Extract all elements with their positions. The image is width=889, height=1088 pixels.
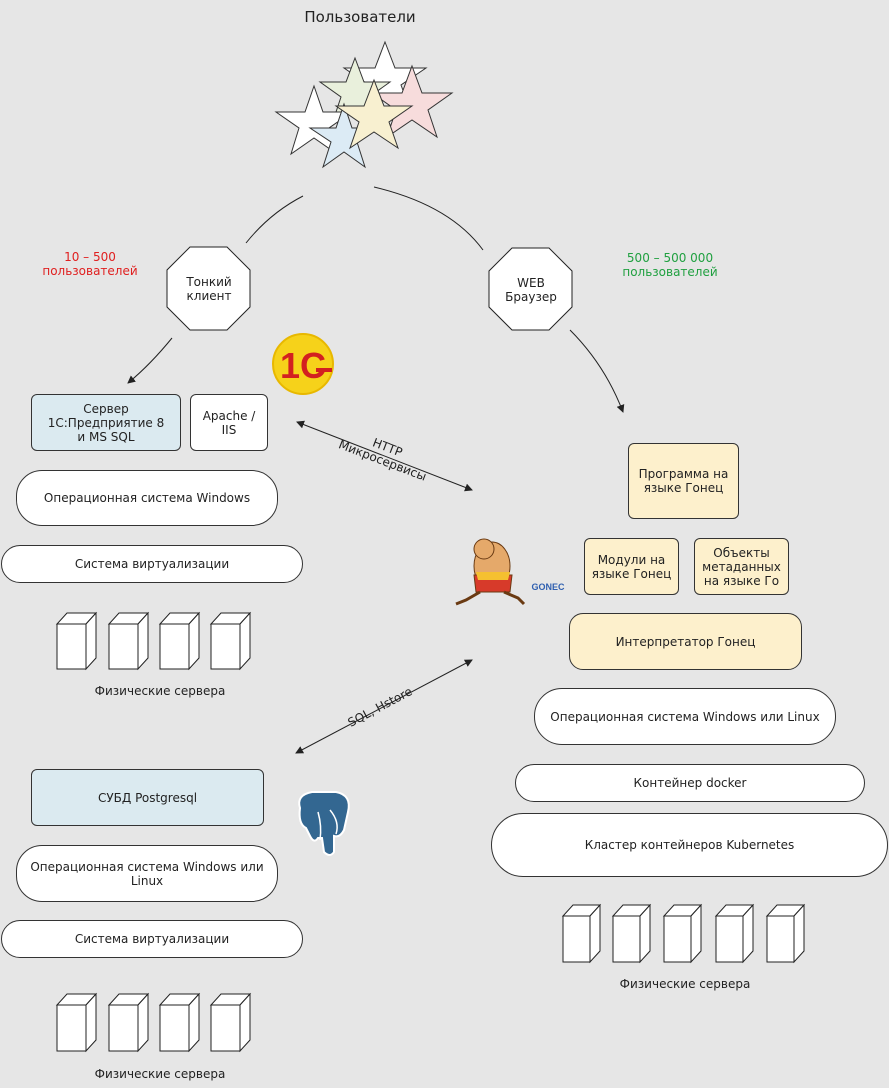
arrow-web-browser (569, 329, 625, 413)
thin-client-label: Тонкий клиент (186, 275, 232, 303)
virtualization-box-2: Система виртуализации (1, 920, 303, 958)
physical-servers-label-bottom: Физические сервера (94, 1067, 226, 1081)
users-stars-icon (274, 40, 454, 169)
server-1c-box: Сервер 1С:Предприятие 8 и MS SQL (31, 394, 181, 451)
onec-logo-icon: 1С (272, 333, 334, 395)
right-users-count: 500 – 500 000 пользователей (622, 251, 718, 279)
os-windows-linux-box: Операционная система Windows или Linux (16, 845, 278, 902)
arc-left (245, 195, 304, 244)
program-box: Программа на языке Гонец (628, 443, 739, 519)
modules-box: Модули на языке Гонец (584, 538, 679, 595)
metadata-box: Объекты метаданных на языке Го (694, 538, 789, 595)
sql-link (295, 659, 473, 754)
postgresql-elephant-icon (298, 791, 350, 856)
thin-client-octagon (166, 246, 251, 331)
interpreter-box: Интерпретатор Гонец (569, 613, 802, 670)
kubernetes-box: Кластер контейнеров Kubernetes (491, 813, 888, 877)
virtualization-box: Система виртуализации (1, 545, 303, 583)
os-windows-box: Операционная система Windows (16, 470, 278, 526)
gonec-mascot-icon: GONEC (455, 538, 565, 606)
apache-iis-box: Apache / IIS (190, 394, 268, 451)
os-right-box: Операционная система Windows или Linux (534, 688, 836, 745)
svg-text:GONEC: GONEC (531, 582, 565, 592)
arc-right (373, 186, 484, 251)
physical-servers-label-top: Физические сервера (94, 684, 226, 698)
web-browser-label: WEB Браузер (505, 276, 557, 304)
left-users-count: 10 – 500 пользователей (42, 250, 138, 278)
physical-servers-label-right: Физические сервера (619, 977, 751, 991)
http-link (296, 420, 473, 492)
docker-box: Контейнер docker (515, 764, 865, 802)
dbms-box: СУБД Postgresql (31, 769, 264, 826)
web-browser-octagon (488, 247, 573, 331)
arrow-thin-client (127, 337, 173, 384)
svg-text:1С: 1С (280, 345, 326, 386)
page-title: Пользователи (304, 8, 416, 26)
